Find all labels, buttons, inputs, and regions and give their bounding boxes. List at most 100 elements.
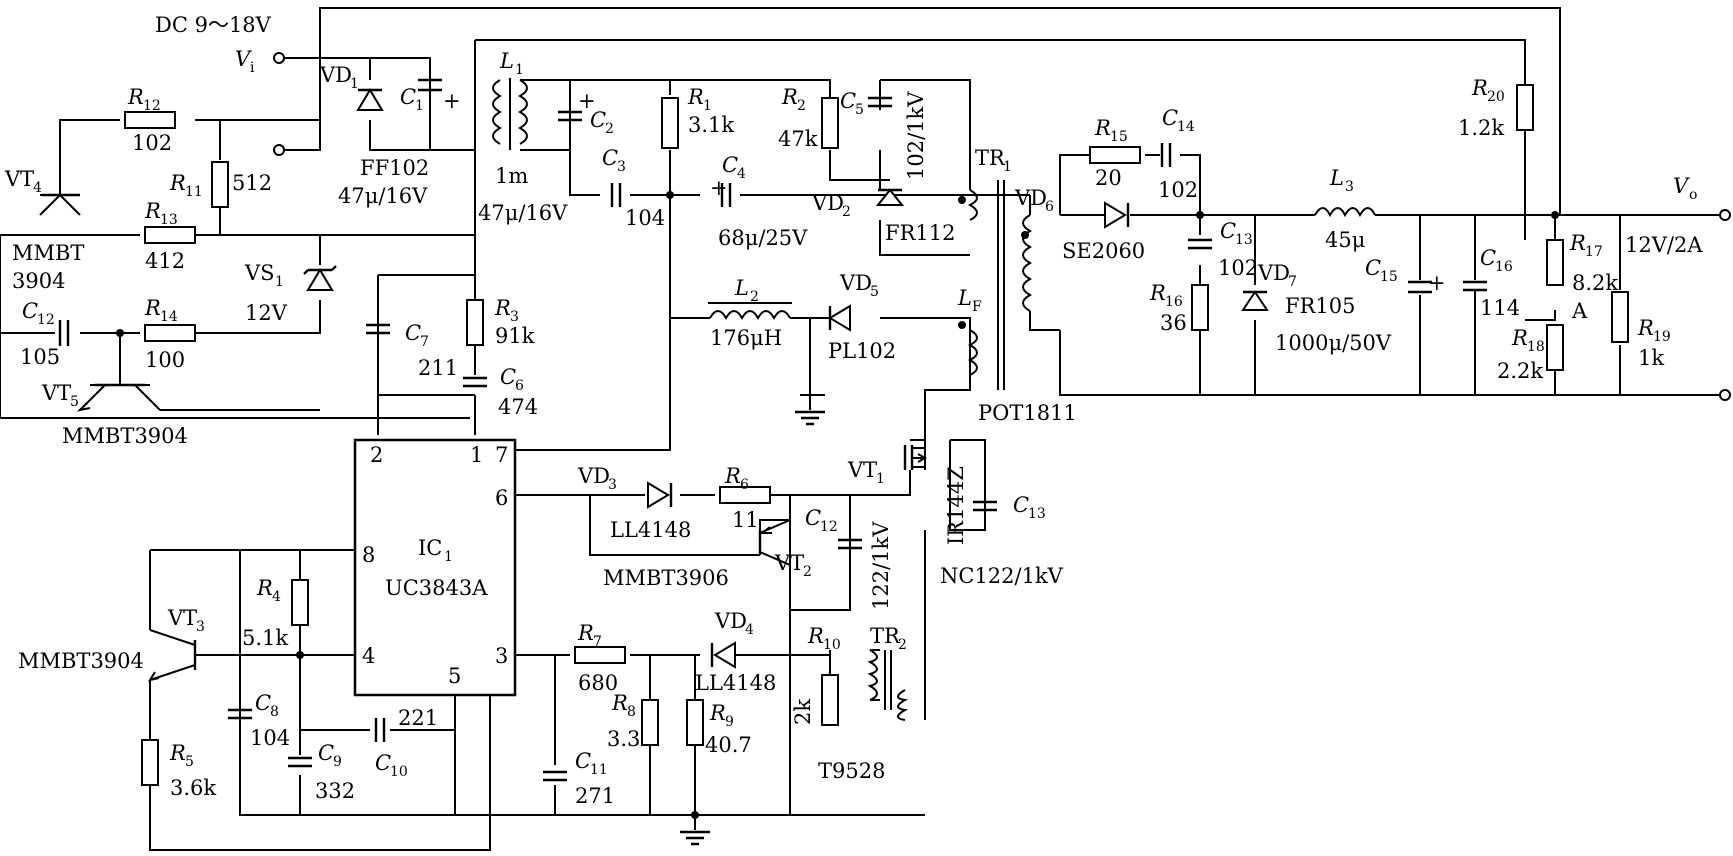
- vd6-ref: VD: [1014, 186, 1047, 210]
- zener-vs1: [306, 268, 334, 291]
- inductor-l1-a: [492, 79, 503, 145]
- c11-ref: C: [575, 749, 591, 773]
- svg-text:11: 11: [185, 184, 203, 200]
- transistors: [42, 193, 928, 682]
- svg-text:17: 17: [1585, 244, 1603, 260]
- r19-ref: R: [1637, 316, 1654, 340]
- tr2-winding-b: [897, 689, 909, 721]
- vout-return-terminal: [1719, 389, 1731, 401]
- c12b-ref: C: [805, 506, 821, 530]
- svg-text:12: 12: [37, 312, 55, 328]
- ic-pin-1: 1: [470, 443, 483, 467]
- junctions: [116, 191, 1559, 819]
- resistor-r4: [291, 579, 309, 626]
- c14-ref: C: [1162, 106, 1178, 130]
- svg-text:13: 13: [1028, 506, 1046, 522]
- r14-value: 100: [145, 348, 185, 372]
- svg-text:1: 1: [415, 98, 424, 114]
- tr1-ref: TR: [975, 146, 1006, 170]
- r12-value: 102: [132, 131, 172, 155]
- c13-ref: C: [1220, 219, 1236, 243]
- svg-text:3: 3: [617, 159, 626, 175]
- capacitor-c10: [374, 718, 386, 742]
- resistor-r12: [124, 111, 176, 129]
- l3-ref: L: [1329, 166, 1344, 190]
- svg-text:8: 8: [270, 704, 279, 720]
- svg-text:2: 2: [803, 564, 812, 580]
- svg-text:18: 18: [1527, 339, 1545, 355]
- vd5-ref: VD: [839, 271, 872, 295]
- svg-text:14: 14: [1177, 119, 1195, 135]
- capacitor-c14: [1160, 143, 1172, 167]
- c3-value: 104: [625, 206, 665, 230]
- r2-ref: R: [781, 85, 798, 109]
- inductor-l1-b: [517, 79, 528, 145]
- r6-value: 11: [732, 508, 759, 532]
- vd3-ref: VD: [577, 464, 610, 488]
- r20-ref: R: [1471, 76, 1488, 100]
- svg-text:9: 9: [725, 714, 734, 730]
- r10-value: 2k: [791, 699, 815, 725]
- c13-value: 102: [1218, 256, 1258, 280]
- ic-ref-label: IC: [418, 536, 442, 560]
- svg-text:7: 7: [593, 634, 602, 650]
- vt4-ref: VT: [4, 167, 34, 191]
- l1-value: 1m: [495, 164, 528, 188]
- r18-ref: R: [1511, 326, 1528, 350]
- svg-text:8: 8: [627, 704, 636, 720]
- resistor-r13: [144, 226, 196, 244]
- c15-plus-mark: +: [1428, 271, 1446, 295]
- l3-value: 45μ: [1325, 228, 1365, 252]
- svg-text:1: 1: [703, 98, 712, 114]
- inductor-l2: [709, 310, 791, 321]
- r5-value: 3.6k: [170, 776, 216, 800]
- capacitor-c13: [1188, 238, 1212, 250]
- svg-text:10: 10: [390, 764, 408, 780]
- svg-text:19: 19: [1653, 329, 1671, 345]
- r9-ref: R: [709, 701, 726, 725]
- svg-text:3: 3: [196, 619, 205, 635]
- ic-pin-3: 3: [495, 644, 508, 668]
- c1-plus-mark: +: [443, 89, 461, 113]
- wiring: [0, 7, 1725, 851]
- vt2-ref: VT: [774, 551, 804, 575]
- capacitor-c12a: [58, 320, 70, 346]
- transistor-vt1: [903, 445, 914, 470]
- c2-plus-mark: +: [578, 89, 596, 113]
- capacitors: [58, 78, 1487, 782]
- c2-ref: C: [590, 108, 606, 132]
- r1-value: 3.1k: [688, 113, 734, 137]
- c12b-value: 122/1kV: [869, 521, 893, 610]
- c8-ref: C: [255, 691, 271, 715]
- svg-text:7: 7: [1288, 274, 1297, 290]
- tr1-value: POT1811: [978, 401, 1077, 425]
- ic-pin-4: 4: [362, 644, 375, 668]
- vd7-value: FR105: [1285, 294, 1355, 318]
- resistors: [124, 84, 1629, 786]
- r6-ref: R: [724, 464, 741, 488]
- r3-value: 91k: [495, 324, 535, 348]
- svg-text:13: 13: [1235, 232, 1253, 248]
- c11-value: 271: [575, 784, 615, 808]
- vd1-value: FF102: [360, 156, 429, 180]
- r8-ref: R: [611, 691, 628, 715]
- r3-ref: R: [494, 296, 511, 320]
- svg-text:2: 2: [605, 121, 614, 137]
- svg-text:i: i: [250, 60, 255, 76]
- svg-text:6: 6: [515, 378, 524, 394]
- c4-ref: C: [722, 153, 738, 177]
- resistor-r10: [821, 674, 839, 726]
- point-a-label: A: [1571, 299, 1588, 323]
- svg-text:12: 12: [143, 98, 161, 114]
- vd2-ref: VD: [811, 191, 844, 215]
- capacitor-c2: [558, 110, 582, 122]
- c1-value: 47μ/16V: [338, 184, 428, 208]
- c7-ref: C: [405, 321, 421, 345]
- svg-text:2: 2: [797, 98, 806, 114]
- resistor-r6: [719, 486, 771, 504]
- svg-text:1: 1: [350, 76, 359, 92]
- vt5-value: MMBT3904: [62, 424, 188, 448]
- vout-label: V: [1673, 174, 1690, 198]
- capacitor-c8: [228, 708, 252, 720]
- r11-ref: R: [169, 171, 186, 195]
